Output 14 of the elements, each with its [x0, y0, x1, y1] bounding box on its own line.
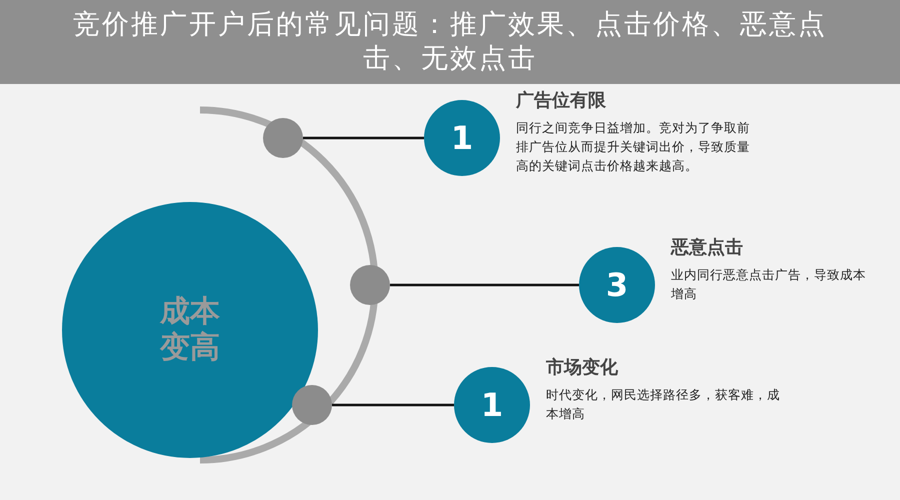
number-label: 3	[606, 266, 628, 304]
connector-line	[332, 404, 454, 406]
topic-text: 成本变高	[158, 294, 221, 366]
item-description: 业内同行恶意点击广告，导致成本增高	[671, 266, 867, 303]
item-heading: 市场变化	[546, 356, 618, 379]
item-description: 同行之间竞争日益增加。竞对为了争取前排广告位从而提升关键词出价，导致质量高的关键词点击价格越来越高。	[516, 119, 751, 175]
connector-line	[390, 284, 579, 286]
item-heading: 恶意点击	[671, 236, 743, 259]
item-heading: 广告位有限	[516, 89, 606, 112]
connector-line	[303, 136, 424, 140]
item-description: 时代变化，网民选择路径多，获客难，成本增高	[546, 386, 781, 423]
title-banner: 竞价推广开户后的常见问题：推广效果、点击价格、恶意点击、无效点击	[0, 0, 900, 84]
number-label: 1	[480, 386, 504, 424]
number-label: 1	[450, 119, 474, 157]
